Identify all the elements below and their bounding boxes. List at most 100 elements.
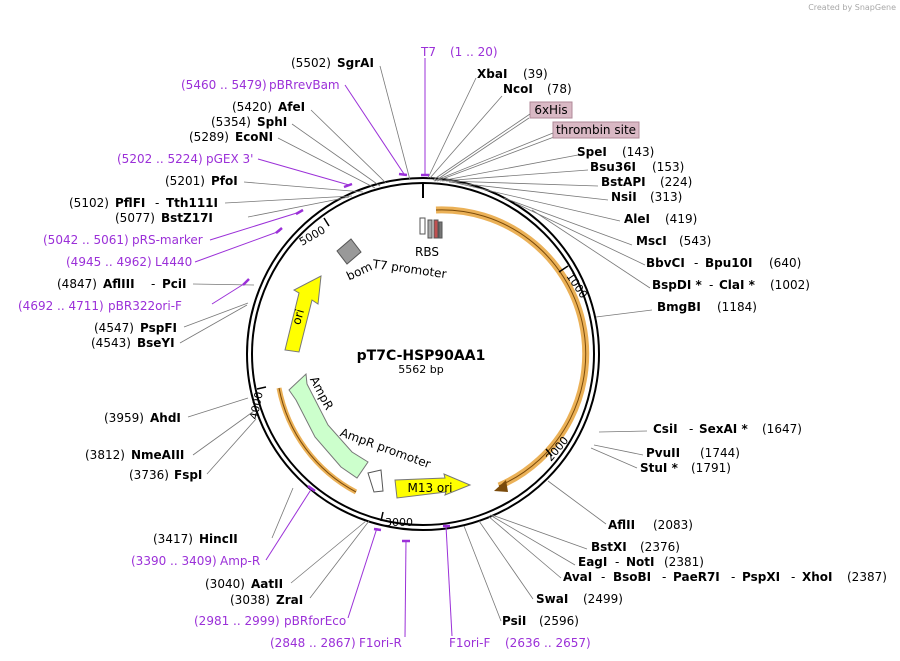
site-eagi-name: EagI bbox=[578, 555, 607, 569]
primer-prs-marker: (5042 .. 5061) pRS-marker bbox=[43, 233, 203, 247]
site-pfoi-name: PfoI bbox=[211, 174, 238, 188]
primer-f1ori-f: F1ori-F (2636 .. 2657) bbox=[449, 636, 591, 650]
site-bpu10i-name: Bpu10I bbox=[705, 256, 752, 270]
site-sgrai: (5502) SgrAI bbox=[291, 56, 374, 70]
primer-pbrrevbam: (5460 .. 5479) pBRrevBam bbox=[181, 78, 340, 92]
site-psii-name: PsiI bbox=[502, 614, 526, 628]
site-bspdi-clai: BspDI * - ClaI * (1002) bbox=[652, 278, 810, 292]
site-bsu36i-name: Bsu36I bbox=[590, 160, 636, 174]
site-fspi-pos: (3736) bbox=[129, 468, 169, 482]
site-ncoi-pos: (78) bbox=[547, 82, 572, 96]
primer-amp-r: (3390 .. 3409) Amp-R bbox=[131, 554, 260, 568]
site-xbai-pos: (39) bbox=[523, 67, 548, 81]
site-eagi-pos: (2381) bbox=[664, 555, 704, 569]
site-zrai-name: ZraI bbox=[276, 593, 303, 607]
site-separator: - bbox=[615, 555, 619, 569]
primer-f1ori-r: (2848 .. 2867) F1ori-R bbox=[270, 636, 402, 650]
primer-f1ori-f-name: F1ori-F bbox=[449, 636, 490, 650]
site-separator: - bbox=[155, 196, 159, 210]
primer-prs-marker-name: pRS-marker bbox=[132, 233, 203, 247]
primer-pgex3: (5202 .. 5224) pGEX 3' bbox=[117, 152, 253, 166]
site-pspfi-name: PspFI bbox=[140, 321, 177, 335]
m13-ori-label: M13 ori bbox=[407, 481, 452, 495]
site-pfoi-pos: (5201) bbox=[165, 174, 205, 188]
orf-backbone-arc bbox=[276, 387, 358, 495]
site-bstxi-name: BstXI bbox=[591, 540, 627, 554]
plasmid-length: 5562 bp bbox=[398, 363, 443, 376]
site-separator: - bbox=[662, 570, 666, 584]
site-aflii-pos: (2083) bbox=[653, 518, 693, 532]
site-afliii-pos: (4847) bbox=[57, 277, 97, 291]
ampr-feature bbox=[288, 372, 369, 479]
primer-pgex3-name: pGEX 3' bbox=[206, 152, 253, 166]
site-avai-name: AvaI bbox=[563, 570, 592, 584]
primer-f1ori-r-name: F1ori-R bbox=[359, 636, 402, 650]
site-pvuii-name: PvuII bbox=[646, 446, 680, 460]
site-alei: AleI (419) bbox=[624, 212, 697, 226]
tick-marks bbox=[256, 217, 569, 522]
site-bspdi-pos: (1002) bbox=[770, 278, 810, 292]
site-bstz17i-pos: (5077) bbox=[115, 211, 155, 225]
site-hincii-pos: (3417) bbox=[153, 532, 193, 546]
rbs-label: RBS bbox=[415, 245, 439, 259]
ori-label: ori bbox=[289, 307, 307, 326]
site-ahdi-name: AhdI bbox=[150, 411, 181, 425]
site-bstxi-pos: (2376) bbox=[640, 540, 680, 554]
site-stui-name: StuI * bbox=[640, 461, 679, 475]
site-separator: - bbox=[689, 422, 693, 436]
site-msci: MscI (543) bbox=[636, 234, 711, 248]
primer-amp-r-range: (3390 .. 3409) bbox=[131, 554, 217, 568]
site-econi-pos: (5289) bbox=[189, 130, 229, 144]
thrombin-site-label-box: thrombin site bbox=[552, 121, 640, 139]
6xhis-label-box: 6xHis bbox=[529, 101, 573, 119]
site-separator: - bbox=[694, 256, 698, 270]
site-paer7i-name: PaeR7I bbox=[673, 570, 720, 584]
site-bseyi-name: BseYI bbox=[137, 336, 175, 350]
thrombin-site-label: thrombin site bbox=[556, 123, 636, 137]
site-avai-pos: (2387) bbox=[847, 570, 887, 584]
primer-pbr322ori-f-range: (4692 .. 4711) bbox=[18, 299, 104, 313]
site-alei-name: AleI bbox=[624, 212, 650, 226]
site-ahdi: (3959) AhdI bbox=[104, 411, 181, 425]
site-bsu36i: Bsu36I (153) bbox=[590, 160, 684, 174]
site-csii-sexai: CsiI - SexAI * (1647) bbox=[653, 422, 802, 436]
primer-pgex3-range: (5202 .. 5224) bbox=[117, 152, 203, 166]
site-afei-name: AfeI bbox=[278, 100, 305, 114]
site-stui-pos: (1791) bbox=[691, 461, 731, 475]
site-csii-pos: (1647) bbox=[762, 422, 802, 436]
site-ahdi-pos: (3959) bbox=[104, 411, 144, 425]
site-nmeaiii-name: NmeAIII bbox=[131, 448, 184, 462]
site-csii-name: CsiI bbox=[653, 422, 678, 436]
primer-prs-marker-range: (5042 .. 5061) bbox=[43, 233, 129, 247]
site-separator: - bbox=[601, 570, 605, 584]
site-separator: - bbox=[791, 570, 795, 584]
primer-amp-r-name: Amp-R bbox=[220, 554, 260, 568]
site-ncoi: NcoI (78) bbox=[503, 82, 572, 96]
site-pspfi-pos: (4547) bbox=[94, 321, 134, 335]
site-bsu36i-pos: (153) bbox=[652, 160, 684, 174]
site-bstz17i-name: BstZ17I bbox=[161, 211, 213, 225]
site-pspxi-name: PspXI bbox=[742, 570, 780, 584]
site-hincii-name: HincII bbox=[199, 532, 238, 546]
site-aflii: AflII (2083) bbox=[608, 518, 693, 532]
site-fspi-name: FspI bbox=[174, 468, 202, 482]
primer-l4440: (4945 .. 4962) L4440 bbox=[66, 255, 192, 269]
site-aflii-name: AflII bbox=[608, 518, 635, 532]
site-sphi-name: SphI bbox=[257, 115, 287, 129]
site-tth111i-name: Tth111I bbox=[166, 196, 218, 210]
ampr-promoter-feature bbox=[367, 469, 384, 493]
site-clai-name: ClaI * bbox=[719, 278, 756, 292]
t7-promoter-label: T7 promoter bbox=[371, 257, 448, 281]
site-zrai: (3038) ZraI bbox=[230, 593, 303, 607]
site-bstapi-pos: (224) bbox=[660, 175, 692, 189]
site-pvuii-pos: (1744) bbox=[700, 446, 740, 460]
site-stui: StuI * (1791) bbox=[640, 461, 731, 475]
site-econi-name: EcoNI bbox=[235, 130, 273, 144]
site-bbvci-name: BbvCI bbox=[646, 256, 685, 270]
site-bspdi-name: BspDI * bbox=[652, 278, 702, 292]
site-ncoi-name: NcoI bbox=[503, 82, 533, 96]
site-noti-name: NotI bbox=[626, 555, 655, 569]
site-separator: - bbox=[731, 570, 735, 584]
primer-pbrrevbam-name: pBRrevBam bbox=[269, 78, 340, 92]
site-spei-pos: (143) bbox=[622, 145, 654, 159]
